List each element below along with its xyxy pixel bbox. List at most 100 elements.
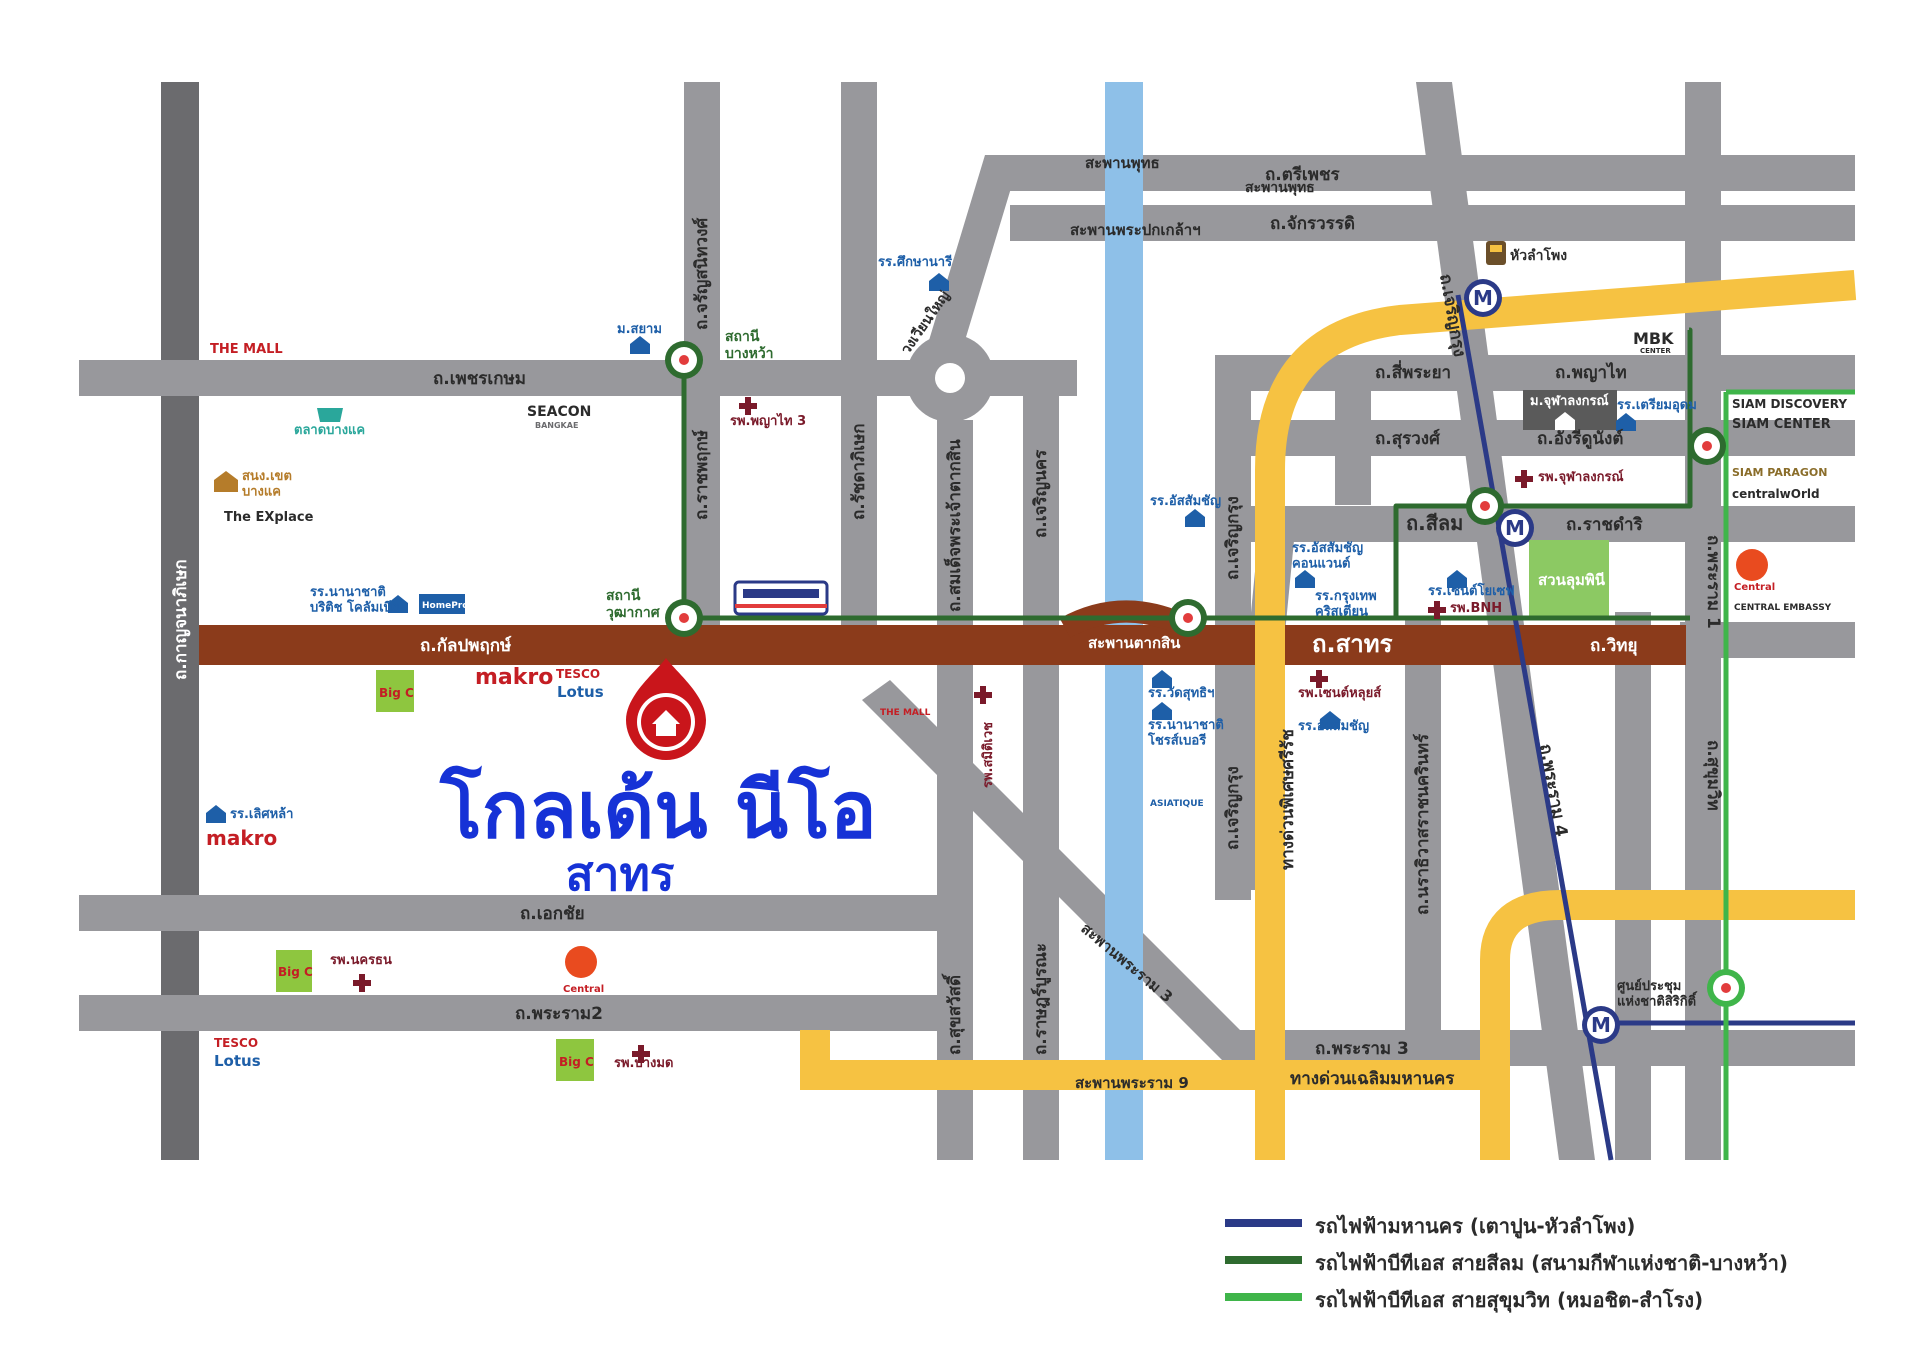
place-label: Big C xyxy=(559,1055,594,1069)
place-label: THE MALL xyxy=(210,342,283,357)
place-label: MBK xyxy=(1633,329,1674,348)
road-label: ถ.วิทยุ xyxy=(1590,636,1637,656)
road-label: ถ.ราษฎร์บูรณะ xyxy=(1030,943,1052,1055)
place-label: รพ.สมิติเวช xyxy=(981,722,996,788)
station-label: สถานีวุฒากาศ xyxy=(606,588,661,621)
road-label: ถ.สมเด็จพระเจ้าตากสิน xyxy=(942,439,965,612)
place-label: รร.นานาชาติโชรส์เบอรี xyxy=(1147,718,1224,749)
place-label: Central xyxy=(563,984,604,995)
main-road-sathon xyxy=(199,625,1686,665)
place-label: รร.อัสสัมชัญ xyxy=(1150,494,1221,509)
road-label: สะพานพระปกเกล้าฯ xyxy=(1070,221,1201,239)
road-label: ถ.ตรีเพชร xyxy=(1265,164,1340,185)
place-label: Big C xyxy=(379,686,414,700)
school-icons xyxy=(206,273,1636,823)
road-label: ถ.เจริญนคร xyxy=(1031,449,1051,538)
bts-train-icon xyxy=(733,580,829,616)
place-label: รพ.จุฬาลงกรณ์ xyxy=(1538,469,1624,485)
place-label: ม.สยาม xyxy=(617,322,662,337)
station-label: หัวลำโพง xyxy=(1510,246,1567,264)
place-label: ม.จุฬาลงกรณ์ xyxy=(1530,393,1609,409)
place-label: TESCO xyxy=(556,667,600,681)
road-label: ถ.เพชรเกษม xyxy=(433,369,526,389)
road-label: ถ.สี่พระยา xyxy=(1375,360,1451,383)
road-label: สะพานพุทธ xyxy=(1085,154,1160,173)
place-label: makro xyxy=(206,826,277,850)
legend-label: รถไฟฟ้ามหานคร (เตาปูน-หัวลำโพง) xyxy=(1315,1214,1636,1238)
place-label: SIAM PARAGON xyxy=(1732,466,1827,479)
place-label: ตลาดบางแค xyxy=(294,423,365,438)
map-legend: รถไฟฟ้ามหานคร (เตาปูน-หัวลำโพง) รถไฟฟ้าบ… xyxy=(1225,1208,1915,1328)
legend-swatch xyxy=(1225,1293,1302,1301)
mrt-stations: M M M xyxy=(1464,279,1620,1044)
road-label: ถ.พระราม 1 xyxy=(1703,535,1723,629)
place-label: HomePro xyxy=(422,601,468,611)
place-label: SIAM CENTER xyxy=(1732,417,1831,432)
place-label: SIAM DISCOVERY xyxy=(1732,397,1847,411)
place-label: รร.อัสสัมชัญคอนแวนต์ xyxy=(1292,541,1363,572)
place-label: รพ.เซนต์หลุยส์ xyxy=(1298,685,1381,701)
lumphini-park xyxy=(1529,540,1609,620)
road-label: ทางด่วนพิเศษศรีรัช xyxy=(1277,729,1298,870)
road-label: ทางด่วนเฉลิมมหานคร xyxy=(1290,1069,1455,1089)
government-office-icon xyxy=(214,471,238,492)
place-label: TESCO xyxy=(214,1036,258,1050)
place-label: Lotus xyxy=(557,683,604,701)
road-label: สะพานพระราม 9 xyxy=(1075,1074,1189,1092)
market-basket-icon xyxy=(317,408,343,422)
legend-swatch xyxy=(1225,1256,1302,1264)
place-label: รร.เซนต์โยเซฟ xyxy=(1428,582,1515,599)
place-label: รร.วัดสุทธิฯ xyxy=(1148,686,1214,701)
place-label: CENTRAL EMBASSY xyxy=(1734,603,1832,613)
place-label: ศูนย์ประชุมแห่งชาติสิริกิติ์ xyxy=(1617,978,1698,1010)
place-label: รร.กรุงเทพคริสเตียน xyxy=(1315,589,1377,620)
place-label: BANGKAE xyxy=(535,421,578,430)
roundabout-center xyxy=(935,363,965,393)
place-label: Lotus xyxy=(214,1052,261,1070)
place-label: สวนลุมพินี xyxy=(1538,571,1606,590)
place-label: SEACON xyxy=(527,404,591,420)
legend-item-bts-silom: รถไฟฟ้าบีทีเอส สายสีลม (สนามกีฬาแห่งชาติ… xyxy=(1225,1245,1915,1275)
road-label: ถ.กาญจนาภิเษก xyxy=(171,559,191,680)
road-label: สะพานตากสิน xyxy=(1088,634,1181,652)
road-label: ถ.สีลม xyxy=(1406,511,1463,535)
road-label: สะพานพุทธ xyxy=(1245,180,1315,196)
station-label: สถานีบางหว้า xyxy=(725,329,774,362)
road-label: ถ.พระราม2 xyxy=(515,1004,603,1024)
place-label: makro xyxy=(475,665,553,690)
road-label: ถ.เอกชัย xyxy=(520,904,585,924)
road-label: ถ.รัชดาภิเษก xyxy=(849,423,869,520)
place-label: CENTER xyxy=(1640,347,1671,355)
place-label: รพ.BNH xyxy=(1450,601,1502,616)
road-label: ถ.ราชดำริ xyxy=(1566,515,1644,535)
road-label: ถ.พญาไท xyxy=(1555,362,1627,383)
place-label: รร.ศึกษานารี xyxy=(878,254,952,270)
place-label: centralwOrld xyxy=(1732,487,1820,501)
road-label: ถ.เจริญกรุง xyxy=(1223,766,1243,850)
train-icon xyxy=(1486,241,1506,265)
place-label: Central xyxy=(1734,582,1775,593)
road-label: ถ.เจริญกรุง xyxy=(1223,496,1243,580)
place-label: Big C xyxy=(278,965,313,979)
road-label: ถ.ราชพฤกษ์ xyxy=(691,430,712,520)
central-logo xyxy=(565,946,597,978)
svg-text:M: M xyxy=(1591,1013,1611,1037)
road-label: ถ.สุขสวัสดิ์ xyxy=(941,973,965,1055)
road-network xyxy=(79,82,1855,1160)
road-label: ถ.อังรีดูนังต์ xyxy=(1537,428,1623,450)
road-label: ถ.จักรวรรดิ xyxy=(1270,214,1355,234)
hospital-icons xyxy=(353,397,1533,1063)
project-name: โกลเด้น นีโอ xyxy=(440,766,877,856)
project-location-pin xyxy=(626,658,706,760)
legend-swatch xyxy=(1225,1219,1302,1227)
road-label: ถ.สุรวงศ์ xyxy=(1375,428,1441,449)
road-label: ถ.สาทร xyxy=(1312,630,1393,658)
place-label: รร.เตรียมอุดม xyxy=(1617,397,1697,413)
place-label: รร.อัสสัมชัญ xyxy=(1298,719,1369,734)
legend-label: รถไฟฟ้าบีทีเอส สายสีลม (สนามกีฬาแห่งชาติ… xyxy=(1315,1251,1788,1275)
road-label: ถ.กัลปพฤกษ์ xyxy=(420,635,512,656)
place-label: รพ.บางมด xyxy=(614,1056,673,1071)
central-logo xyxy=(1736,549,1768,581)
place-label: รร.นานาชาติบริติช โคลัมเบีย xyxy=(310,585,400,616)
project-area: สาทร xyxy=(565,847,675,901)
